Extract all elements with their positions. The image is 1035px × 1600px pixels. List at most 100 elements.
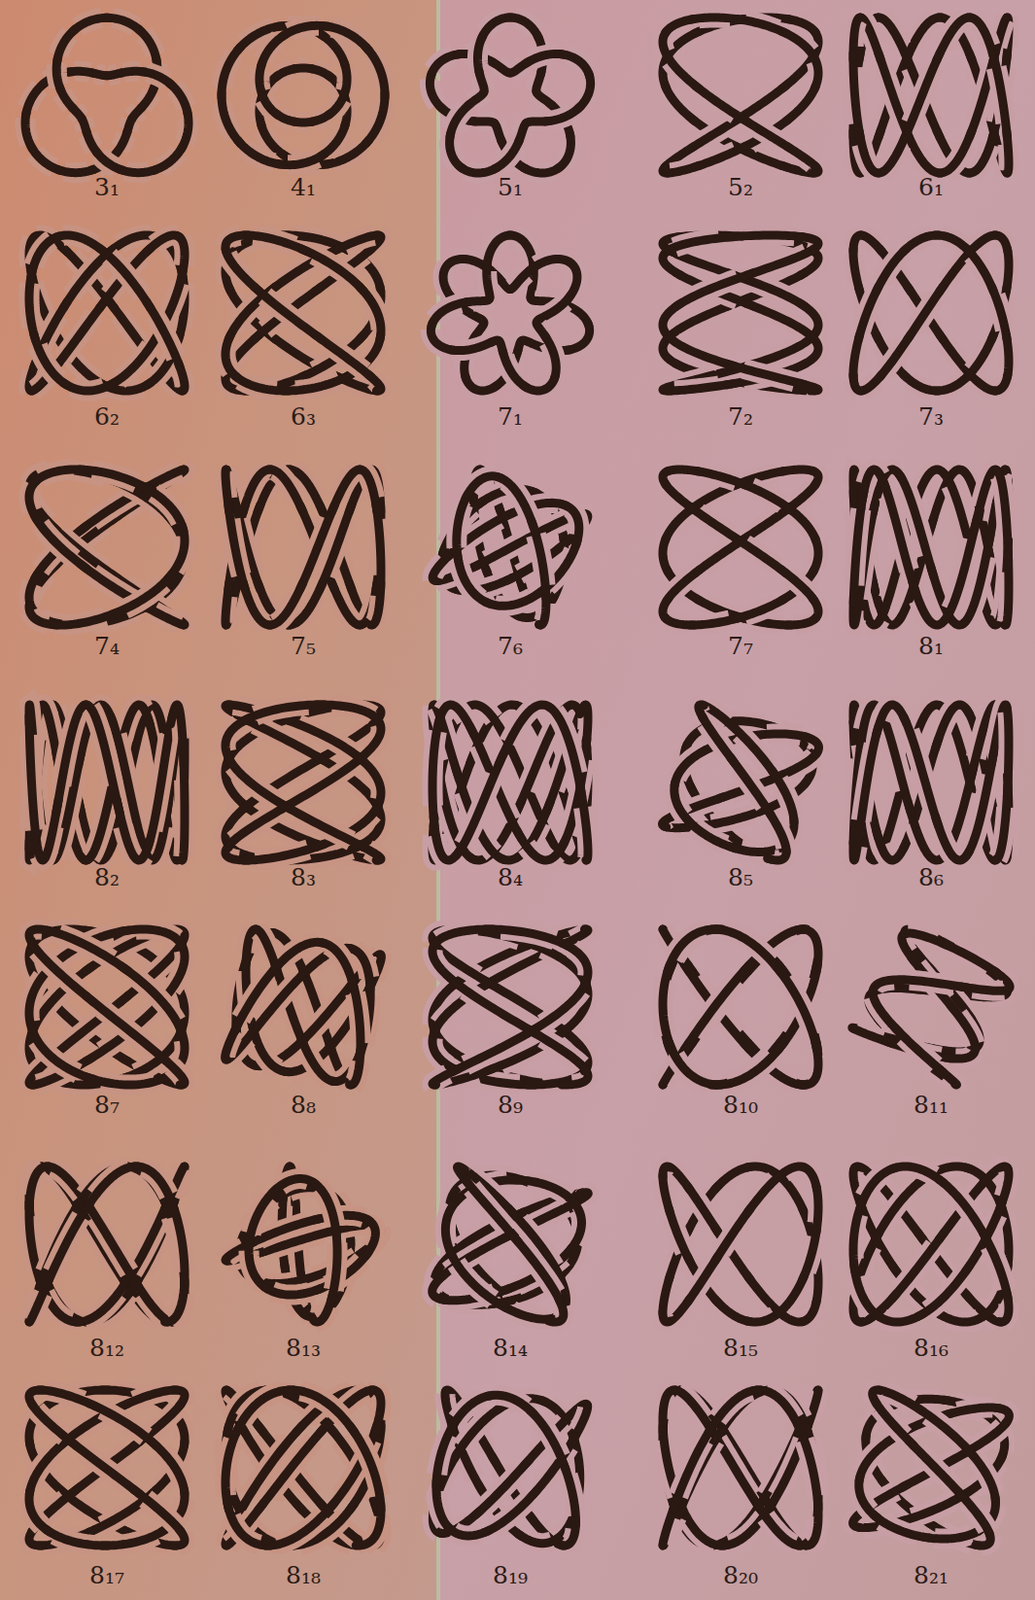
knot-strand <box>883 481 916 591</box>
knot-drawing <box>432 929 588 1085</box>
knot-strand <box>676 273 755 308</box>
knot-drawing <box>29 1389 185 1546</box>
knot-strand <box>498 704 551 764</box>
knot-strand <box>253 286 321 340</box>
knot-strand <box>799 1041 819 1085</box>
knot-strand <box>918 1265 970 1317</box>
knot-strand <box>434 929 494 946</box>
knot-strand <box>253 286 321 340</box>
knot-strand <box>904 52 940 138</box>
knot-strand <box>903 716 939 827</box>
knot-strand <box>181 751 185 861</box>
knot-strand <box>1006 130 1009 173</box>
knot-strand <box>349 1424 381 1510</box>
knot-strand <box>878 52 910 138</box>
knot-drawing <box>25 17 189 173</box>
knot-strand <box>368 374 381 391</box>
knot-strand <box>165 1278 185 1322</box>
knot-drawing <box>430 235 589 391</box>
knot-drawing <box>853 1166 1009 1322</box>
knot-strand <box>812 165 819 173</box>
knot-strand <box>109 334 159 386</box>
knot-strand <box>243 704 325 722</box>
knot-strand <box>89 1403 157 1447</box>
knot-strand <box>937 130 972 173</box>
knot-strand <box>853 1202 863 1272</box>
knot-drawing <box>432 704 588 861</box>
knot-strand <box>858 725 879 838</box>
knot-strand <box>787 617 817 625</box>
knot-drawing <box>662 469 819 625</box>
knot-strand <box>715 1041 785 1085</box>
knot-strand <box>165 1201 185 1286</box>
knot-strand <box>29 1166 49 1209</box>
knot-strand <box>85 1201 138 1286</box>
knot-drawing <box>29 704 185 861</box>
knot-strand <box>29 1441 66 1494</box>
knot-drawing <box>432 1166 589 1322</box>
knot-strand <box>34 516 87 569</box>
knot-strand <box>172 1201 185 1286</box>
knot-strand <box>243 235 308 252</box>
knot-strand <box>173 1528 185 1546</box>
knot-strand <box>527 980 587 1034</box>
knot-strand <box>248 1188 276 1245</box>
knot-drawing <box>225 1389 381 1546</box>
knot-strand <box>328 983 373 1049</box>
knot-strand <box>314 334 372 378</box>
knot-strand <box>892 1232 944 1299</box>
knot-strand <box>531 520 547 598</box>
knot-strand <box>85 995 167 1062</box>
knot-strand <box>774 964 817 1049</box>
knot-strand <box>860 1167 897 1208</box>
knot-strand <box>456 493 469 561</box>
knot-strand <box>227 1502 272 1546</box>
knot-strand <box>45 1201 91 1286</box>
knot-strand <box>242 469 272 513</box>
knot-drawing <box>432 1389 587 1546</box>
knot-strand <box>944 517 978 621</box>
knot-strand <box>580 785 588 861</box>
knot-strand <box>992 52 1007 138</box>
knot-strand <box>376 504 381 589</box>
knot-strand <box>38 1389 97 1407</box>
knot-drawing <box>432 469 588 625</box>
knot-drawing <box>429 17 590 173</box>
knot-drawing <box>221 25 385 165</box>
knot-strand <box>904 52 940 138</box>
knot-strand <box>945 1046 975 1059</box>
knot-strand <box>225 1424 241 1510</box>
background <box>0 0 440 1600</box>
knot-strand <box>351 979 361 1056</box>
knot-strand <box>676 273 755 308</box>
knot-strand <box>301 248 365 292</box>
knot-strand <box>513 1235 561 1303</box>
knot-strand <box>774 964 817 1049</box>
knot-strand <box>235 965 279 1031</box>
knot-strand <box>684 964 750 1049</box>
knot-strand <box>177 362 185 391</box>
knot-strand <box>243 843 325 861</box>
knot-strand <box>452 1028 535 1071</box>
knot-strand <box>684 964 750 1049</box>
knot-strand <box>730 758 772 816</box>
knot-strand <box>85 1166 138 1209</box>
knot-drawing <box>29 235 185 391</box>
knot-strand <box>300 1036 335 1081</box>
knot-strand <box>778 752 818 777</box>
knot-strand <box>225 1424 241 1510</box>
knot-strand <box>853 490 864 603</box>
knot-strand <box>662 1311 671 1322</box>
knot-strand <box>484 929 567 946</box>
knot-strand <box>994 785 1008 861</box>
knot-drawing <box>662 235 819 391</box>
knot-strand <box>872 979 904 994</box>
knot-strand <box>146 715 173 850</box>
knot-strand <box>134 1488 182 1532</box>
knot-strand <box>281 756 363 809</box>
knot-drawing <box>853 17 1009 173</box>
knot-strand <box>1004 550 1009 625</box>
knot-strand <box>726 363 805 384</box>
knot-strand <box>662 964 672 1049</box>
knot-strand <box>853 52 861 138</box>
